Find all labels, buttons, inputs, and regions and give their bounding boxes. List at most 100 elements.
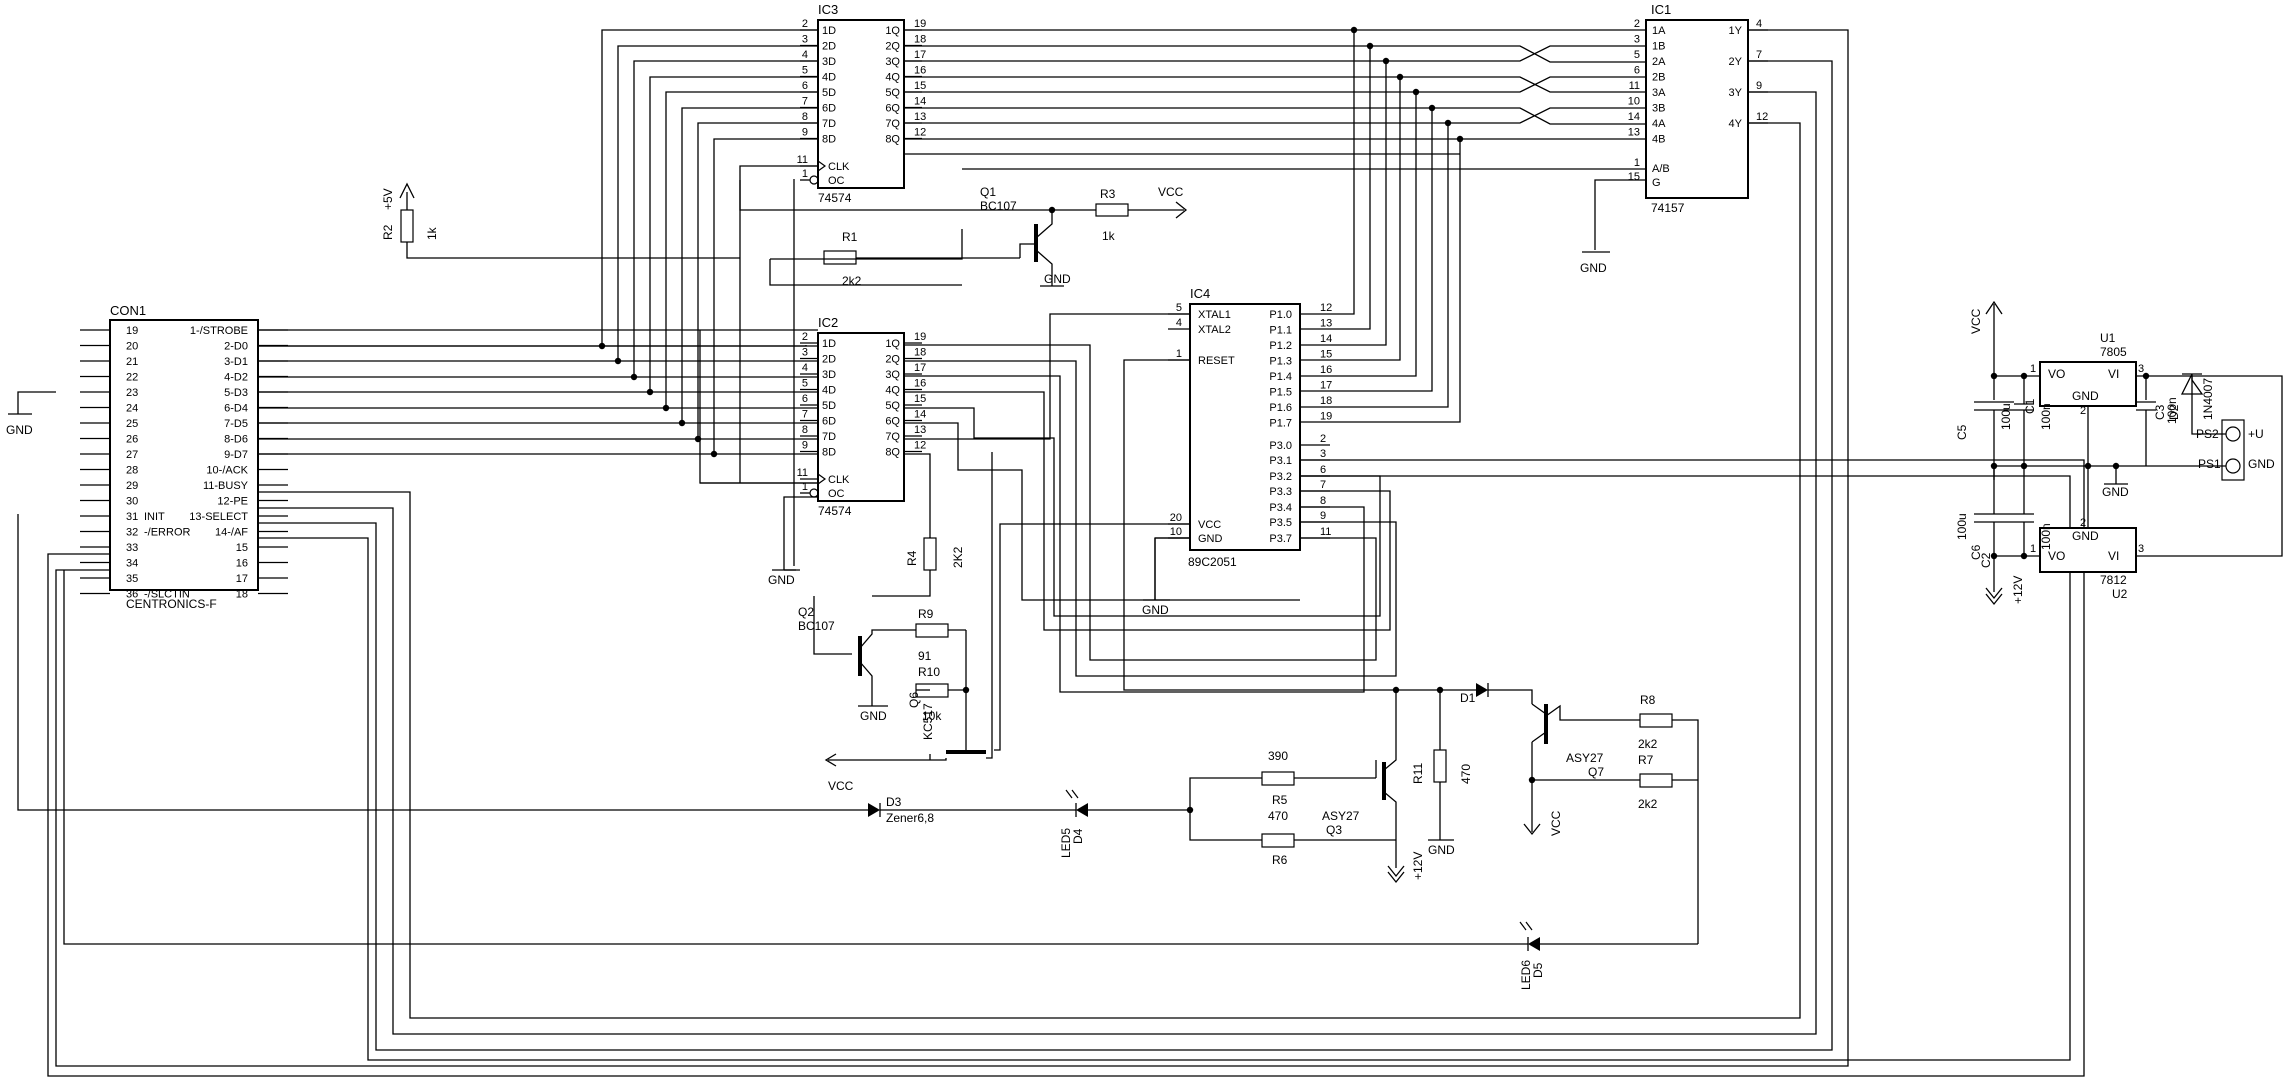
r1-resistor: R1 2k2	[823, 230, 1020, 288]
con-pin-number: 31	[126, 511, 138, 523]
pin-label: P3.1	[1269, 455, 1292, 467]
gnd-ic4: GND	[1142, 599, 1170, 617]
c1-value: 100n	[2039, 403, 2053, 430]
pin-label: 5Q	[885, 400, 900, 412]
pin-label: P3.7	[1269, 533, 1292, 545]
pin-label: P3.3	[1269, 486, 1292, 498]
junction-dot	[1366, 42, 1374, 50]
power-supply: VCC VO VI GND U1 7805 1 3 2 1N4007 D2 PS…	[1955, 300, 2283, 606]
u1-vi: VI	[2108, 367, 2119, 381]
con-pin-label: 2-D0	[224, 341, 248, 353]
pin-number: 15	[914, 80, 926, 92]
led6-diode: LED6 D5	[63, 570, 1698, 990]
r8-ref: R8	[1640, 693, 1656, 707]
q1-transistor: Q1 BC107 GND	[980, 185, 1071, 287]
r5-ref: R5	[1272, 793, 1288, 807]
con-pin-number: 23	[126, 387, 138, 399]
pin-number: 2	[1634, 18, 1640, 30]
clk-pin-number: 11	[797, 154, 808, 166]
ic4-ref: IC4	[1190, 286, 1210, 301]
pin-number: 13	[914, 111, 926, 123]
con-pin-label: -/SLCTIN	[144, 589, 190, 601]
pin-number: 15	[914, 393, 926, 405]
u2-pin1: 1	[2030, 543, 2036, 555]
junction-dot	[1428, 104, 1436, 112]
pin-label: 7D	[822, 431, 836, 443]
pin-number: 4	[802, 49, 808, 61]
pin-label: P1.3	[1269, 356, 1292, 368]
junction-dot	[614, 357, 622, 365]
junction-dot	[694, 435, 702, 443]
pin-number: 11	[1629, 80, 1640, 92]
ic4-part: 89C2051	[1188, 555, 1237, 569]
r11-ref: R11	[1411, 763, 1425, 784]
c3-ref: C3	[2153, 404, 2167, 420]
oc-label: OC	[828, 175, 845, 187]
con-pin-label: 3-D1	[224, 356, 248, 368]
pin-label: 4Q	[885, 72, 900, 84]
d4-label: D4	[1071, 828, 1085, 844]
pin-number: 3	[1634, 34, 1640, 46]
q7-ref: Q7	[1588, 765, 1604, 779]
pin-number: 10	[1170, 526, 1182, 538]
pin-number: 16	[914, 65, 926, 77]
junction-dot	[1382, 57, 1390, 65]
psu-vcc: VCC	[1969, 308, 1983, 334]
con-pin-label: 9-D7	[224, 449, 248, 461]
pin-label: VCC	[1198, 519, 1221, 531]
r10-ref: R10	[918, 665, 940, 679]
pin-label: 4D	[822, 72, 836, 84]
pin-label: XTAL2	[1198, 324, 1231, 336]
pin-number: 9	[802, 440, 808, 452]
pin-number: 19	[1320, 411, 1332, 423]
con-pin-label: 4-D2	[224, 372, 248, 384]
pin-number: 4	[1176, 317, 1182, 329]
r3-resistor: R3 1k VCC	[1052, 185, 1188, 243]
g-pin-number: 15	[1628, 171, 1640, 183]
r7-resistor: R7 2k2	[1532, 753, 1698, 811]
pin-number: 17	[914, 362, 926, 374]
pin-label: 3Q	[885, 56, 900, 68]
con-pin-label: 8-D6	[224, 434, 248, 446]
gnd-label-ic1: GND	[1580, 261, 1607, 275]
pin-number: 7	[802, 409, 808, 421]
q3-supply: +12V	[1411, 852, 1425, 880]
gnd-label-ic4: GND	[1142, 603, 1169, 617]
clk-triangle	[817, 473, 827, 485]
con-pin-number: 20	[126, 341, 138, 353]
u2-vo: VO	[2048, 549, 2065, 563]
pin-label: 1Y	[1729, 25, 1743, 37]
junction-dot	[630, 373, 638, 381]
ic1-part: 74157	[1651, 201, 1685, 215]
con-pin-label: 11-BUSY	[203, 480, 249, 492]
pin-number: 18	[914, 34, 926, 46]
r5-value: 390	[1268, 749, 1288, 763]
u2-type: 7812	[2100, 573, 2127, 587]
pin-label: 7D	[822, 118, 836, 130]
con-pin-number: 24	[126, 403, 138, 415]
con-pin-number: 36	[126, 589, 138, 601]
gnd-ic2: GND	[768, 569, 800, 587]
junction-dot	[1350, 26, 1358, 34]
con-pin-number: 25	[126, 418, 138, 430]
pin-label: 4B	[1652, 134, 1665, 146]
pin-label: 7Q	[885, 431, 900, 443]
con-pin-number: 30	[126, 496, 138, 508]
c5-value: 100u	[1999, 403, 2013, 430]
r4-resistor: R4 2K2	[872, 537, 965, 597]
u1-pin1: 1	[2030, 363, 2036, 375]
pin-label: 3Y	[1729, 87, 1743, 99]
u1-gnd: GND	[2072, 389, 2099, 403]
pin-number: 12	[1320, 302, 1332, 314]
c2-value: 100n	[2039, 523, 2053, 550]
pin-label: 4D	[822, 385, 836, 397]
r10-resistor: R10 10k	[915, 665, 966, 723]
pin-number: 14	[1628, 111, 1640, 123]
gnd-label-q2: GND	[860, 709, 887, 723]
r8-resistor: R8 2k2	[1638, 693, 1699, 944]
pin-label: P1.4	[1269, 371, 1292, 383]
gnd-con: GND	[6, 391, 56, 437]
pin-number: 14	[914, 96, 926, 108]
ic3-part: 74574	[818, 191, 852, 205]
